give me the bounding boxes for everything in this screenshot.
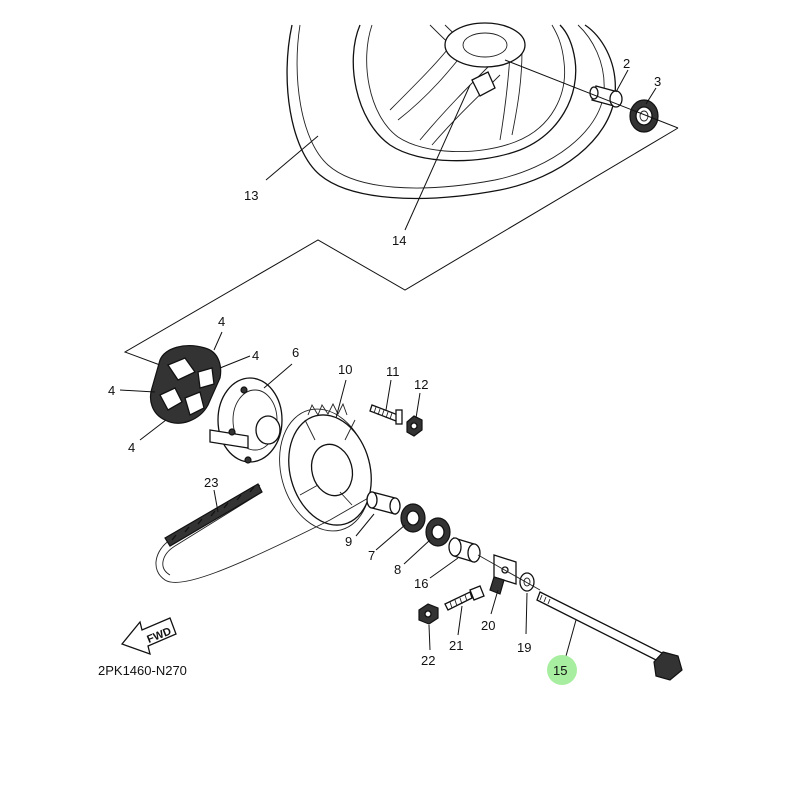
callout-8[interactable]: 8 bbox=[394, 562, 401, 577]
callout-16[interactable]: 16 bbox=[414, 576, 428, 591]
highlight-15 bbox=[547, 655, 577, 685]
part-12-nut bbox=[406, 415, 423, 437]
callout-10[interactable]: 10 bbox=[338, 362, 352, 377]
part-6-clutch-hub bbox=[209, 377, 283, 464]
part-11-bolt bbox=[369, 404, 403, 425]
part-23-chain bbox=[155, 483, 371, 583]
axle-line bbox=[477, 554, 541, 591]
callout-13[interactable]: 13 bbox=[244, 188, 258, 203]
callout-22[interactable]: 22 bbox=[421, 653, 435, 668]
callout-15[interactable]: 15 bbox=[553, 663, 567, 678]
rear-wheel bbox=[286, 22, 616, 200]
callout-6[interactable]: 6 bbox=[292, 345, 299, 360]
group-outline bbox=[123, 127, 679, 366]
part-8-bearing bbox=[425, 517, 451, 547]
part-7-bearing bbox=[400, 503, 426, 533]
part-9-collar bbox=[366, 491, 401, 515]
callout-2[interactable]: 2 bbox=[623, 56, 630, 71]
callout-4-left[interactable]: 4 bbox=[108, 383, 115, 398]
part-15-axle bbox=[536, 591, 683, 681]
part-20-plate bbox=[489, 554, 517, 595]
leader-lines bbox=[119, 69, 657, 657]
callout-20[interactable]: 20 bbox=[481, 618, 495, 633]
part-19-washer bbox=[519, 572, 535, 592]
callout-4-right[interactable]: 4 bbox=[252, 348, 259, 363]
axle-center-line bbox=[504, 59, 679, 129]
callout-4-bottom[interactable]: 4 bbox=[128, 440, 135, 455]
callout-3[interactable]: 3 bbox=[654, 74, 661, 89]
callout-labels: 2 3 13 14 4 4 4 4 6 10 11 12 23 9 7 8 16… bbox=[108, 56, 661, 678]
callout-19[interactable]: 19 bbox=[517, 640, 531, 655]
part-22-nut bbox=[418, 603, 439, 625]
diagram-code: 2PK1460-N270 bbox=[98, 663, 187, 678]
callout-14[interactable]: 14 bbox=[392, 233, 406, 248]
callout-9[interactable]: 9 bbox=[345, 534, 352, 549]
callout-7[interactable]: 7 bbox=[368, 548, 375, 563]
callout-21[interactable]: 21 bbox=[449, 638, 463, 653]
callout-12[interactable]: 12 bbox=[414, 377, 428, 392]
callout-11[interactable]: 11 bbox=[386, 364, 400, 379]
fwd-arrow: FWD bbox=[120, 617, 177, 656]
callout-23[interactable]: 23 bbox=[204, 475, 218, 490]
callout-4-top[interactable]: 4 bbox=[218, 314, 225, 329]
part-21-bolt bbox=[444, 585, 485, 611]
part-3-bearing bbox=[629, 99, 659, 133]
part-10-sprocket bbox=[279, 402, 372, 532]
part-16-collar bbox=[448, 537, 481, 563]
part-4-dampers bbox=[149, 345, 222, 424]
